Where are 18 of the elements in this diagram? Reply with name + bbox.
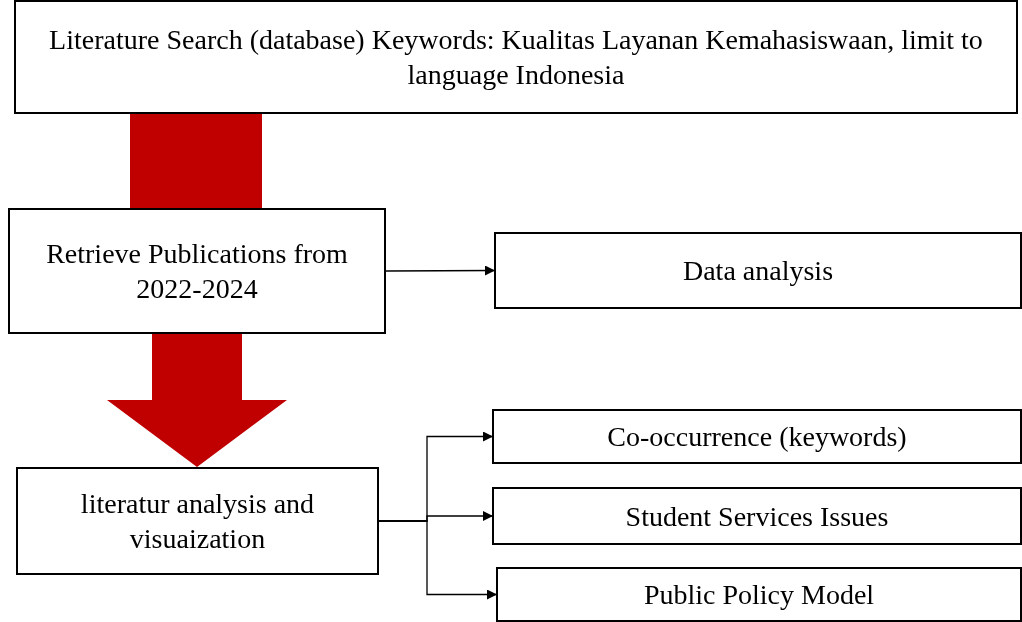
- box-label: literatur analysis and visuaization: [79, 487, 316, 556]
- process-box: [14, 0, 1018, 114]
- box-label: Data analysis: [682, 254, 834, 288]
- process-box: [492, 409, 1022, 464]
- box-label: Public Policy Model: [643, 578, 875, 612]
- process-box: [496, 567, 1022, 622]
- process-box: [16, 467, 379, 575]
- box-label: Literature Search (database) Keywords: Kualitas Layanan Kemahasiswaan, limit to language Indonesia: [48, 23, 984, 92]
- process-box: [494, 232, 1022, 309]
- process-box: [492, 487, 1022, 545]
- box-label: Retrieve Publications from 2022-2024: [45, 237, 349, 306]
- block-connector: [130, 114, 262, 208]
- box-label: Student Services Issues: [625, 499, 889, 534]
- arrow: [385, 265, 495, 276]
- arrow: [378, 520, 497, 600]
- process-box: [8, 208, 386, 334]
- box-label: Co-occurrence (keywords): [607, 420, 907, 454]
- block-arrow: [107, 334, 287, 467]
